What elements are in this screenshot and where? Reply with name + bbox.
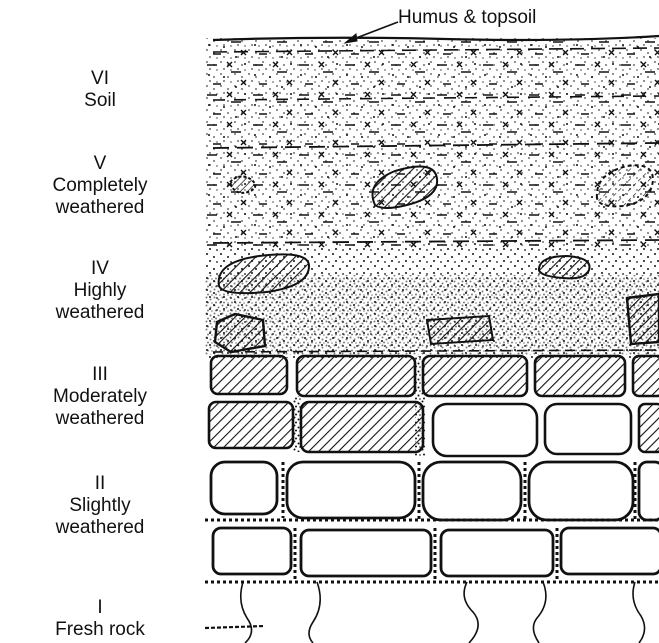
grade-vi-label: VI Soil bbox=[0, 68, 200, 112]
grade-iii-name-line-1: Moderately bbox=[0, 386, 200, 408]
grade-iii-numeral: III bbox=[0, 364, 200, 386]
fresh-rock-fractures bbox=[205, 582, 645, 643]
grade-iv-numeral: IV bbox=[0, 258, 200, 280]
grade-ii-label: II Slightly weathered bbox=[0, 473, 200, 539]
grade-i-numeral: I bbox=[0, 597, 200, 619]
grade-vi-name: Soil bbox=[0, 90, 200, 112]
grade-ii-name-line-1: Slightly bbox=[0, 495, 200, 517]
grade-iv-name-line-1: Highly bbox=[0, 280, 200, 302]
grade-ii-numeral: II bbox=[0, 473, 200, 495]
grade-v-numeral: V bbox=[0, 153, 200, 175]
grade-iv-name-line-2: weathered bbox=[0, 302, 200, 324]
grade-v-name-line-1: Completely bbox=[0, 175, 200, 197]
moderately-weathered-blocks bbox=[209, 356, 659, 456]
grade-i-name: Fresh rock bbox=[0, 619, 200, 641]
weathering-profile-drawing bbox=[205, 0, 659, 643]
grade-iii-name-line-2: weathered bbox=[0, 408, 200, 430]
grade-iii-label: III Moderately weathered bbox=[0, 364, 200, 430]
grade-vi-numeral: VI bbox=[0, 68, 200, 90]
grade-iv-label: IV Highly weathered bbox=[0, 258, 200, 324]
grade-v-name-line-2: weathered bbox=[0, 197, 200, 219]
soil-zone bbox=[205, 38, 659, 248]
grade-i-label: I Fresh rock bbox=[0, 597, 200, 641]
grade-ii-name-line-2: weathered bbox=[0, 517, 200, 539]
grade-v-label: V Completely weathered bbox=[0, 153, 200, 219]
weathering-grade-labels: VI Soil V Completely weathered IV Highly… bbox=[0, 0, 200, 643]
